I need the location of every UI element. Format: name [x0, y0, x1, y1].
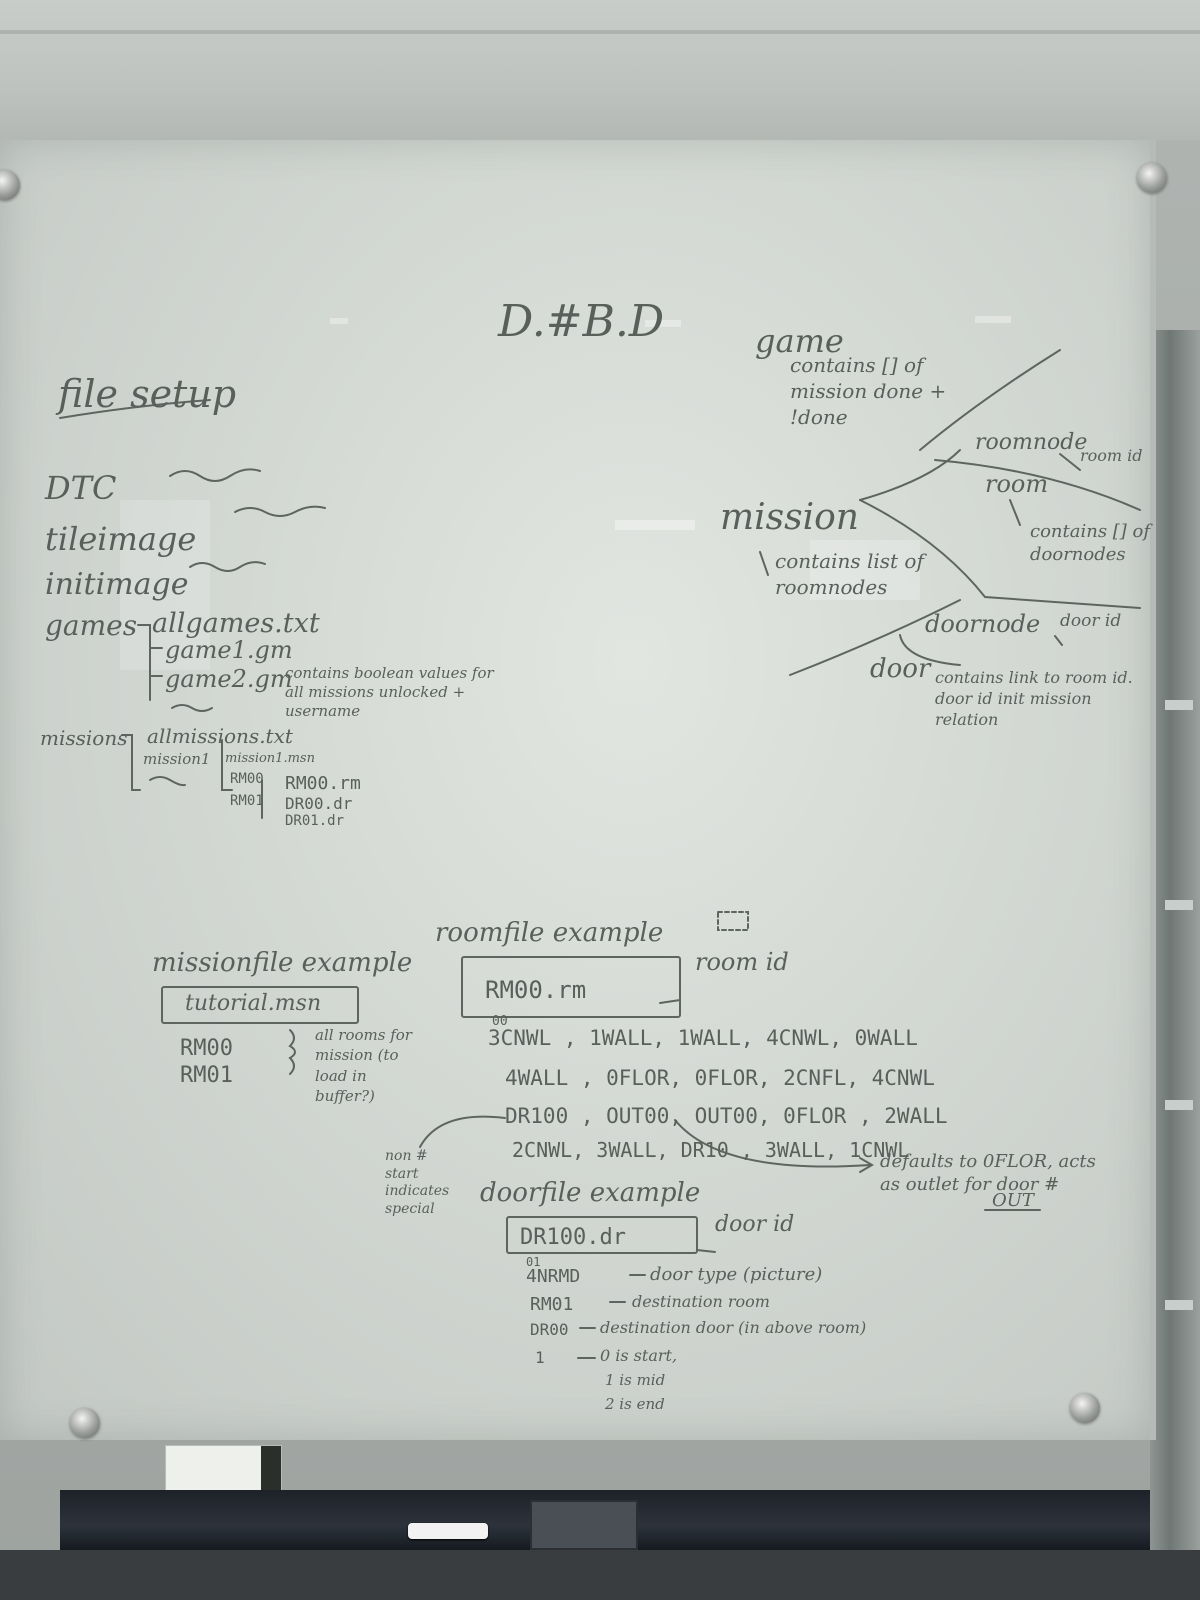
rail-stripe: [1165, 700, 1193, 710]
roomfile-prefix: 00: [492, 1014, 508, 1029]
hierarchy-doornode: doornode: [925, 610, 1041, 638]
games-note: contains boolean values for all missions…: [285, 664, 494, 720]
light-reflection: [645, 320, 681, 327]
file-setup-title: file setup: [58, 372, 237, 416]
doorfile-id-label: door id: [715, 1212, 795, 1237]
roomfile-filename: RM00.rm: [485, 976, 587, 1004]
roomfile-side-note: non # start indicates special: [385, 1148, 450, 1217]
wall-background: [0, 0, 1200, 140]
missionfile-room: RM01: [180, 1063, 233, 1088]
brand-label: [165, 1445, 282, 1495]
light-reflection: [330, 318, 348, 324]
missions-file: DR01.dr: [285, 813, 345, 829]
games-file: game1.gm: [165, 636, 293, 664]
eraser[interactable]: [530, 1500, 638, 1550]
setup-item: initimage: [45, 567, 189, 602]
roomfile-out-label: OUT: [992, 1190, 1034, 1211]
light-reflection: [615, 520, 695, 530]
roomfile-title: roomfile example: [435, 918, 664, 948]
dry-erase-marker[interactable]: [408, 1523, 488, 1539]
games-file: allgames.txt: [152, 608, 320, 639]
doorfile-line-key: 1: [535, 1348, 545, 1367]
roomfile-row: 3CNWL , 1WALL, 1WALL, 4CNWL, 0WALL: [488, 1026, 918, 1050]
hierarchy-game-note: contains [] of mission done + !done: [790, 353, 947, 429]
doorfile-line-desc: 0 is start,: [600, 1346, 678, 1365]
window-reflection: [810, 540, 920, 600]
mount-screw: [70, 1408, 100, 1438]
roomfile-row: 2CNWL, 3WALL, DR10 , 3WALL, 1CNWL: [512, 1138, 910, 1162]
doorfile-more: 2 is end: [605, 1395, 665, 1413]
roomfile-row: 4WALL , 0FLOR, 0FLOR, 2CNFL, 4CNWL: [505, 1066, 935, 1090]
setup-item: games: [45, 609, 138, 642]
doorfile-line-key: DR00: [530, 1320, 569, 1339]
light-reflection: [975, 316, 1011, 323]
doorfile-prefix: 01: [526, 1255, 541, 1269]
setup-item: DTC: [45, 469, 117, 507]
doorfile-line-key: 4NRMD: [526, 1266, 581, 1287]
rail-stripe: [1165, 1300, 1193, 1310]
doorfile-line-desc: destination room: [632, 1292, 770, 1311]
setup-item: tileimage: [45, 520, 197, 558]
header-symbol: D.#B.D: [498, 296, 665, 347]
games-file: game2.gm: [165, 665, 293, 693]
doorfile-title: doorfile example: [480, 1178, 701, 1208]
missions-file: allmissions.txt: [147, 724, 293, 748]
stair-railing: [1150, 330, 1200, 1600]
hierarchy-roomnode-target: room id: [1080, 446, 1143, 465]
missions-file: RM01: [230, 793, 264, 809]
roomfile-default-note: defaults to 0FLOR, acts as outlet for do…: [880, 1151, 1096, 1196]
hierarchy-doornode-target: door id: [1060, 611, 1122, 631]
rail-stripe: [1165, 1100, 1193, 1110]
missions-file: RM00: [230, 771, 264, 787]
missions-file: RM00.rm: [285, 773, 361, 794]
glass-whiteboard: [0, 140, 1156, 1440]
missionfile-filename: tutorial.msn: [185, 991, 322, 1016]
missionfile-title: missionfile example: [152, 948, 413, 978]
doorfile-line-key: RM01: [530, 1294, 574, 1315]
floor: [0, 1550, 1200, 1600]
roomfile-row: DR100 , OUT00, OUT00, 0FLOR , 2WALL: [505, 1104, 948, 1128]
missionfile-room: RM00: [180, 1036, 233, 1061]
rail-stripe: [1165, 900, 1193, 910]
mount-screw: [0, 170, 20, 200]
hierarchy-roomnode: roomnode: [975, 430, 1088, 455]
doorfile-line-desc: door type (picture): [650, 1264, 823, 1285]
hierarchy-door-note: contains link to room id. door id init m…: [935, 668, 1133, 729]
hierarchy-room: room: [985, 470, 1049, 498]
mount-screw: [1137, 163, 1167, 193]
hierarchy-door: door: [870, 654, 931, 684]
hierarchy-mission: mission: [720, 497, 859, 538]
setup-item: missions: [40, 726, 128, 750]
hierarchy-mission-note: contains list of roomnodes: [775, 549, 924, 599]
roomfile-id-label: room id: [695, 948, 789, 976]
hierarchy-game: game: [755, 322, 844, 360]
missions-file: mission1: [143, 750, 211, 768]
window-reflection: [120, 500, 210, 670]
mount-screw: [1070, 1393, 1100, 1423]
missions-file: DR00.dr: [285, 794, 353, 813]
hierarchy-room-note: contains [] of doornodes: [1030, 521, 1151, 566]
ceiling-edge: [0, 30, 1200, 34]
missions-file: mission1.msn: [225, 751, 315, 766]
doorfile-more: 1 is mid: [605, 1371, 666, 1389]
missionfile-note: all rooms for mission (to load in buffer…: [315, 1026, 412, 1105]
doorfile-line-desc: destination door (in above room): [600, 1318, 867, 1337]
doorfile-filename: DR100.dr: [520, 1225, 626, 1250]
